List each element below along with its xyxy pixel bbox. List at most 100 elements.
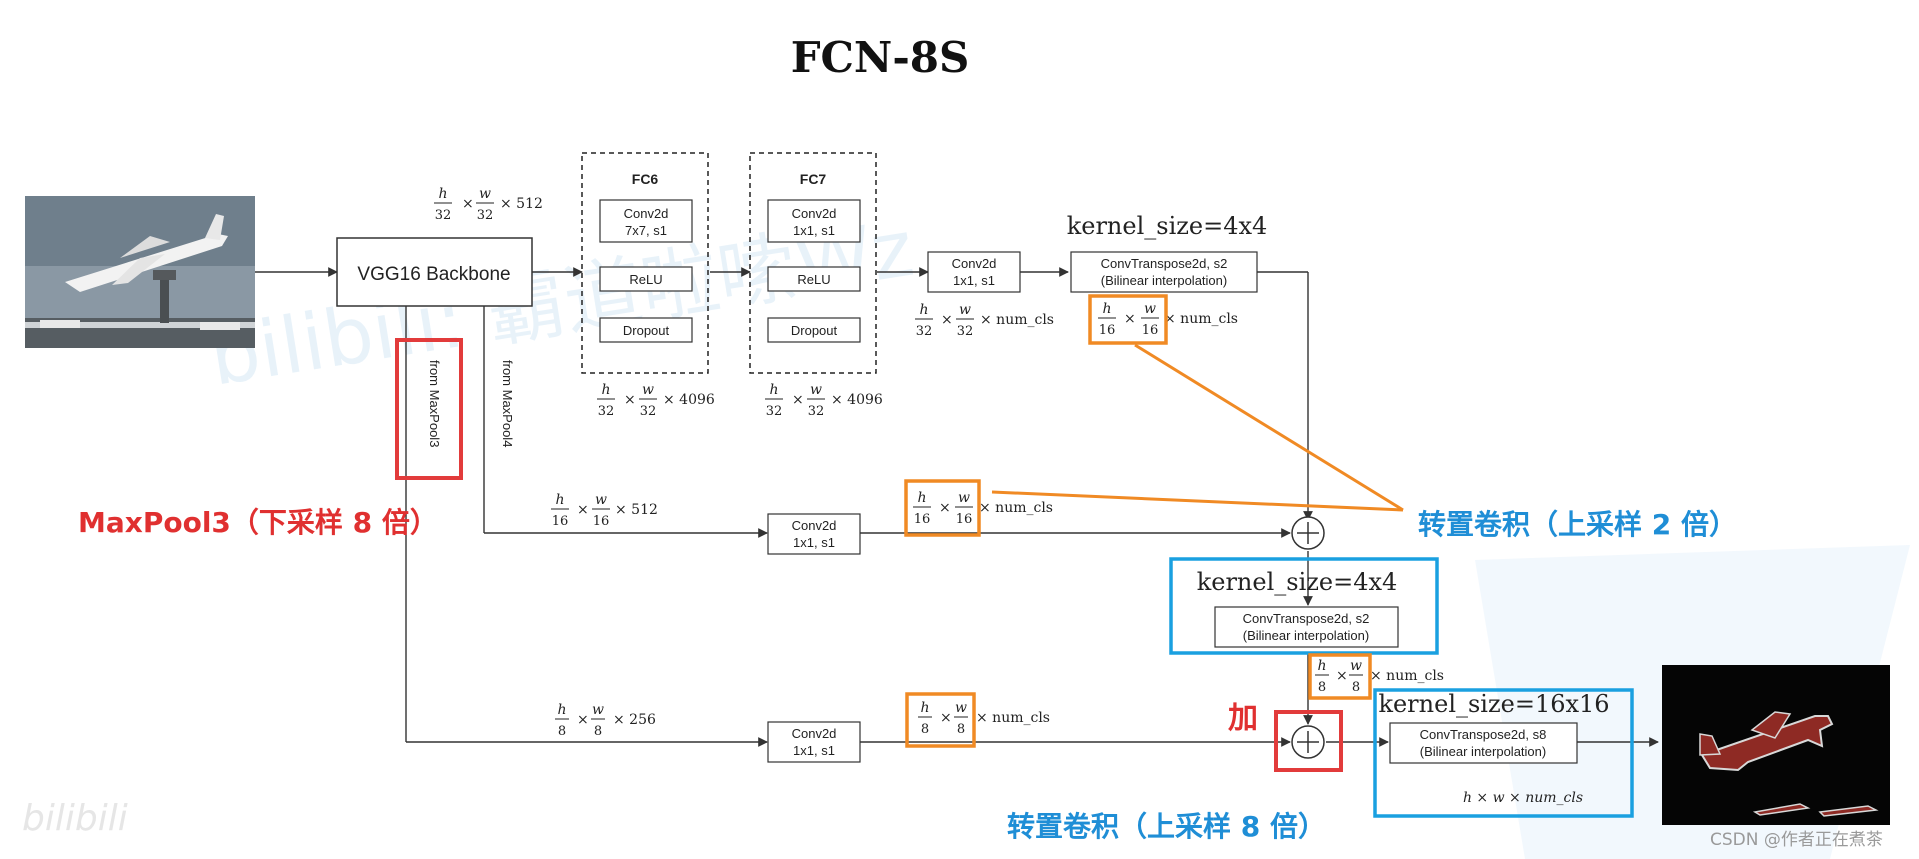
backbone-label: VGG16 Backbone xyxy=(357,264,510,285)
svg-text:h: h xyxy=(919,302,928,318)
svg-text:8: 8 xyxy=(558,724,566,739)
final-deconv-block: kernel_size=16x16 ConvTranspose2d, s8 (B… xyxy=(1373,688,1634,818)
annotation-upsample8: 转置卷积（上采样 8 倍） xyxy=(1007,810,1326,843)
svg-text:32: 32 xyxy=(598,404,615,419)
svg-text:ConvTranspose2d, s8: ConvTranspose2d, s8 xyxy=(1420,727,1547,742)
svg-text:32: 32 xyxy=(477,208,494,223)
svg-text:1x1, s1: 1x1, s1 xyxy=(793,743,835,758)
svg-text:w: w xyxy=(1144,301,1156,317)
svg-text:16: 16 xyxy=(593,514,610,529)
svg-text:16: 16 xyxy=(1142,323,1159,338)
svg-text:ConvTranspose2d, s2: ConvTranspose2d, s2 xyxy=(1243,611,1370,626)
top-conv-block: Conv2d 1x1, s1 xyxy=(927,251,1021,293)
maxpool3-highlight xyxy=(395,338,463,480)
svg-text:h: h xyxy=(438,186,447,202)
svg-text:32: 32 xyxy=(808,404,825,419)
svg-text:(Bilinear interpolation): (Bilinear interpolation) xyxy=(1420,744,1546,759)
branch-pool3-label: from MaxPool3 xyxy=(427,360,442,447)
svg-text:×: × xyxy=(1124,311,1136,327)
svg-text:8: 8 xyxy=(1352,680,1360,695)
svg-text:Dropout: Dropout xyxy=(623,323,670,338)
svg-text:h: h xyxy=(917,490,926,506)
add-node-middle xyxy=(1291,516,1325,550)
top-deconv-dims: h 16 × w 16 × num_cls xyxy=(1098,301,1238,338)
backbone-out-dims: h 32 × w 32 × 512 xyxy=(434,186,543,223)
final-deconv-kernel: kernel_size=16x16 xyxy=(1378,690,1609,718)
watermark-csdn: CSDN @作者正在煮茶 xyxy=(1710,830,1883,850)
mid-conv-dims: h 16 × w 16 × num_cls xyxy=(913,490,1053,527)
final-deconv-dims: h × w × num_cls xyxy=(1463,790,1583,806)
svg-text:h: h xyxy=(557,702,566,718)
svg-text:ReLU: ReLU xyxy=(629,272,662,287)
svg-text:Conv2d: Conv2d xyxy=(792,206,837,221)
bot-conv-dims-highlight xyxy=(905,692,976,748)
mid-deconv-dims-highlight xyxy=(1308,653,1372,700)
watermark-bilibili-corner: bilibili xyxy=(22,798,128,839)
pool3-dims: h 8 × w 8 × 256 xyxy=(555,702,656,739)
svg-text:16: 16 xyxy=(956,512,973,527)
svg-text:w: w xyxy=(958,490,970,506)
svg-text:h: h xyxy=(601,382,610,398)
svg-text:× 512: × 512 xyxy=(500,196,543,212)
svg-text:w: w xyxy=(592,702,604,718)
branch-pool4-label: from MaxPool4 xyxy=(500,360,515,447)
svg-text:× 4096: × 4096 xyxy=(663,392,715,408)
annotation-add: 加 xyxy=(1228,701,1258,736)
fc6-block: FC6 Conv2d 7x7, s1 ReLU Dropout xyxy=(581,152,709,374)
svg-text:× 4096: × 4096 xyxy=(831,392,883,408)
mid-deconv-dims: h 8 × w 8 × num_cls xyxy=(1315,658,1444,695)
svg-text:×: × xyxy=(1336,668,1348,684)
svg-text:1x1, s1: 1x1, s1 xyxy=(953,273,995,288)
svg-text:Conv2d: Conv2d xyxy=(624,206,669,221)
svg-text:×: × xyxy=(939,500,951,516)
svg-text:w: w xyxy=(479,186,491,202)
svg-text:w: w xyxy=(955,700,967,716)
annotation-maxpool3: MaxPool3（下采样 8 倍） xyxy=(78,506,438,539)
svg-text:h: h xyxy=(1102,301,1111,317)
svg-text:16: 16 xyxy=(552,514,569,529)
svg-text:7x7, s1: 7x7, s1 xyxy=(625,223,667,238)
svg-text:×: × xyxy=(577,712,589,728)
svg-text:×: × xyxy=(577,502,589,518)
svg-text:Conv2d: Conv2d xyxy=(952,256,997,271)
svg-text:ConvTranspose2d, s2: ConvTranspose2d, s2 xyxy=(1101,256,1228,271)
top-deconv-block: ConvTranspose2d, s2 (Bilinear interpolat… xyxy=(1070,251,1258,293)
svg-text:×: × xyxy=(941,312,953,328)
svg-text:1x1, s1: 1x1, s1 xyxy=(793,535,835,550)
top-deconv-kernel: kernel_size=4x4 xyxy=(1067,212,1268,240)
svg-text:32: 32 xyxy=(957,324,974,339)
fc7-dims: h 32 × w 32 × 4096 xyxy=(765,382,883,419)
svg-text:w: w xyxy=(959,302,971,318)
svg-text:w: w xyxy=(642,382,654,398)
svg-text:× num_cls: × num_cls xyxy=(980,312,1054,328)
svg-text:w: w xyxy=(1350,658,1362,674)
top-deconv-dims-highlight xyxy=(1088,294,1168,345)
add-node-highlight xyxy=(1274,710,1343,772)
svg-text:8: 8 xyxy=(1318,680,1326,695)
svg-text:× 256: × 256 xyxy=(613,712,656,728)
svg-text:Conv2d: Conv2d xyxy=(792,726,837,741)
diagram-title: FCN-8S xyxy=(791,33,970,82)
svg-text:32: 32 xyxy=(435,208,452,223)
svg-text:Conv2d: Conv2d xyxy=(792,518,837,533)
svg-text:8: 8 xyxy=(957,722,965,737)
svg-text:×: × xyxy=(792,392,804,408)
orange-pointers xyxy=(991,343,1404,512)
svg-text:8: 8 xyxy=(921,722,929,737)
svg-text:×: × xyxy=(462,196,474,212)
svg-text:32: 32 xyxy=(766,404,783,419)
output-image xyxy=(1662,665,1890,825)
svg-text:32: 32 xyxy=(916,324,933,339)
svg-text:32: 32 xyxy=(640,404,657,419)
svg-text:(Bilinear interpolation): (Bilinear interpolation) xyxy=(1243,628,1369,643)
mid-conv-block: Conv2d 1x1, s1 xyxy=(767,513,861,555)
svg-text:× num_cls: × num_cls xyxy=(979,500,1053,516)
annotation-upsample2: 转置卷积（上采样 2 倍） xyxy=(1418,508,1737,541)
svg-text:h: h xyxy=(1317,658,1326,674)
output-airplane-icon xyxy=(1700,715,1834,772)
connectors xyxy=(255,267,1659,747)
svg-text:× num_cls: × num_cls xyxy=(1370,668,1444,684)
add-node-bottom xyxy=(1291,725,1325,759)
svg-text:h: h xyxy=(769,382,778,398)
